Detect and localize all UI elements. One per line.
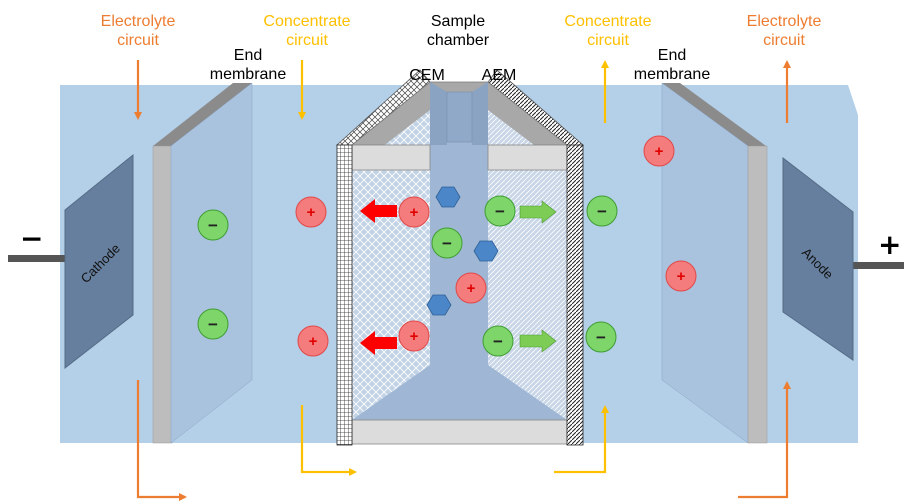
cation-plus: + bbox=[410, 328, 419, 345]
anion-migration-arrow bbox=[519, 200, 557, 224]
anion-migration-arrow bbox=[519, 329, 557, 353]
neutral-molecule bbox=[473, 240, 499, 262]
end-membrane-right-label: End membrane bbox=[633, 47, 711, 83]
anode bbox=[782, 156, 854, 361]
anion-symbol: − − − − − − − bbox=[208, 202, 607, 351]
anode-plus-sign: + bbox=[878, 228, 902, 261]
anion bbox=[197, 195, 618, 357]
cathode-minus-sign: − bbox=[20, 222, 44, 255]
electrolyte-circuit-right-label: Electrolyte circuit bbox=[746, 13, 822, 49]
electrolyte-circuit-left-label: Electrolyte circuit bbox=[100, 13, 176, 49]
inner-channel bbox=[430, 82, 447, 145]
cem-label: CEM bbox=[409, 67, 445, 84]
chamber-ledge-right bbox=[487, 144, 568, 171]
end-membrane-left-label: End membrane bbox=[209, 47, 287, 83]
anion-minus: − bbox=[493, 332, 503, 351]
anion-minus: − bbox=[208, 216, 218, 235]
sample-chamber-label: Sample chamber bbox=[426, 13, 490, 49]
cation-migration-arrow bbox=[360, 199, 397, 223]
concentrate-circuit-left-label: Concentrate circuit bbox=[263, 13, 351, 49]
cation-plus: + bbox=[655, 143, 664, 160]
chamber-bottom-plate bbox=[351, 419, 568, 445]
chamber-floor bbox=[352, 365, 567, 420]
cation-plus: + bbox=[410, 204, 419, 221]
aem-membrane bbox=[566, 144, 584, 446]
anion-minus: − bbox=[442, 234, 452, 253]
anode-rod bbox=[848, 262, 904, 269]
cathode-rod bbox=[8, 255, 68, 262]
cation-migration-arrow bbox=[360, 331, 397, 355]
electrolyte-out-left-arrow bbox=[136, 380, 187, 501]
cathode bbox=[64, 153, 134, 370]
right-end-membrane-top bbox=[662, 83, 766, 146]
anion-minus: − bbox=[596, 328, 606, 347]
left-end-membrane-edge bbox=[152, 145, 173, 444]
cation bbox=[295, 135, 697, 357]
anion-minus: − bbox=[208, 315, 218, 334]
cation-plus: + bbox=[309, 333, 318, 350]
anion-minus: − bbox=[495, 202, 505, 221]
cation-plus: + bbox=[467, 280, 476, 297]
concentrate-out-left-arrow bbox=[300, 405, 357, 476]
anion-minus: − bbox=[597, 202, 607, 221]
concentrate-in-right-arrow bbox=[554, 405, 609, 474]
neutral-molecule bbox=[435, 186, 461, 208]
chamber-ledge-left bbox=[351, 144, 431, 171]
electrolyte-in-right-arrow bbox=[738, 381, 791, 499]
aem-label: AEM bbox=[481, 67, 517, 84]
right-end-membrane-edge bbox=[747, 145, 768, 444]
cem-membrane bbox=[336, 144, 353, 446]
neutral-molecule bbox=[426, 294, 452, 316]
left-end-membrane-top bbox=[153, 83, 252, 146]
cation-plus: + bbox=[307, 204, 316, 221]
cation-plus: + bbox=[677, 268, 686, 285]
concentrate-circuit-right-label: Concentrate circuit bbox=[564, 13, 652, 49]
left-end-membrane-face bbox=[170, 82, 253, 444]
cation-symbol: + + + + + + + bbox=[307, 143, 686, 350]
